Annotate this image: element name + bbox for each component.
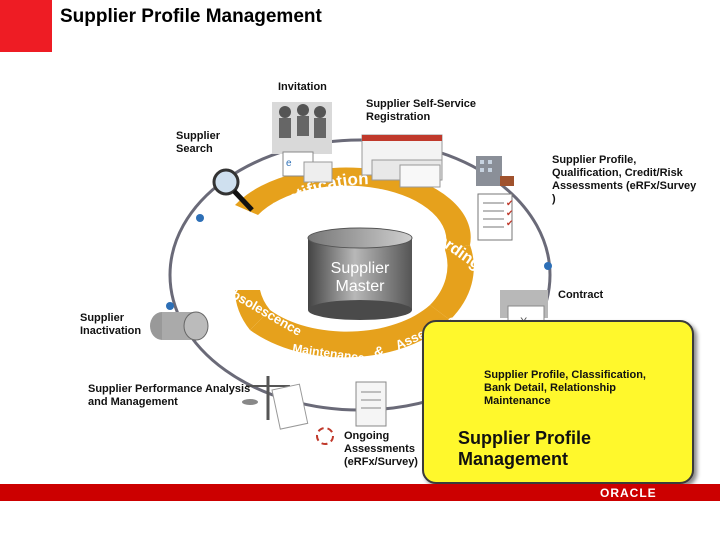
node-dot-inactivation <box>166 302 174 310</box>
svg-text:e: e <box>286 158 292 169</box>
invitation-people-icon <box>272 102 332 154</box>
ring-text-amp: & <box>374 343 384 359</box>
label-supplier-master: Supplier Master <box>310 260 410 296</box>
label-profile-classification: Supplier Profile, Classification, Bank D… <box>484 369 674 408</box>
label-ongoing-assessments: Ongoing Assessments (eRFx/Survey) <box>344 430 426 469</box>
oracle-logo: ORACLE <box>600 486 657 500</box>
registration-screen-icon <box>362 135 442 187</box>
svg-text:✔: ✔ <box>506 208 514 218</box>
label-profile-qualification: Supplier Profile, Qualification, Credit/… <box>552 154 702 206</box>
label-performance-analysis: Supplier Performance Analysis and Manage… <box>88 383 253 409</box>
pipe-valve-icon <box>150 312 208 340</box>
svg-text:✔: ✔ <box>506 218 514 228</box>
svg-text:✔: ✔ <box>506 198 514 208</box>
label-invitation: Invitation <box>278 81 327 94</box>
magnifier-icon <box>214 170 252 210</box>
label-self-service-registration: Supplier Self-Service Registration <box>366 98 502 124</box>
checklist-icon: ✔ ✔ ✔ <box>478 194 514 240</box>
factory-icon <box>476 156 514 186</box>
callout-title: Supplier Profile Management <box>458 428 628 470</box>
label-contract: Contract <box>558 289 603 302</box>
node-dot-contract <box>544 262 552 270</box>
label-supplier-inactivation: Supplier Inactivation <box>80 312 152 338</box>
node-dot-search <box>196 214 204 222</box>
label-supplier-search: Supplier Search <box>176 130 236 156</box>
